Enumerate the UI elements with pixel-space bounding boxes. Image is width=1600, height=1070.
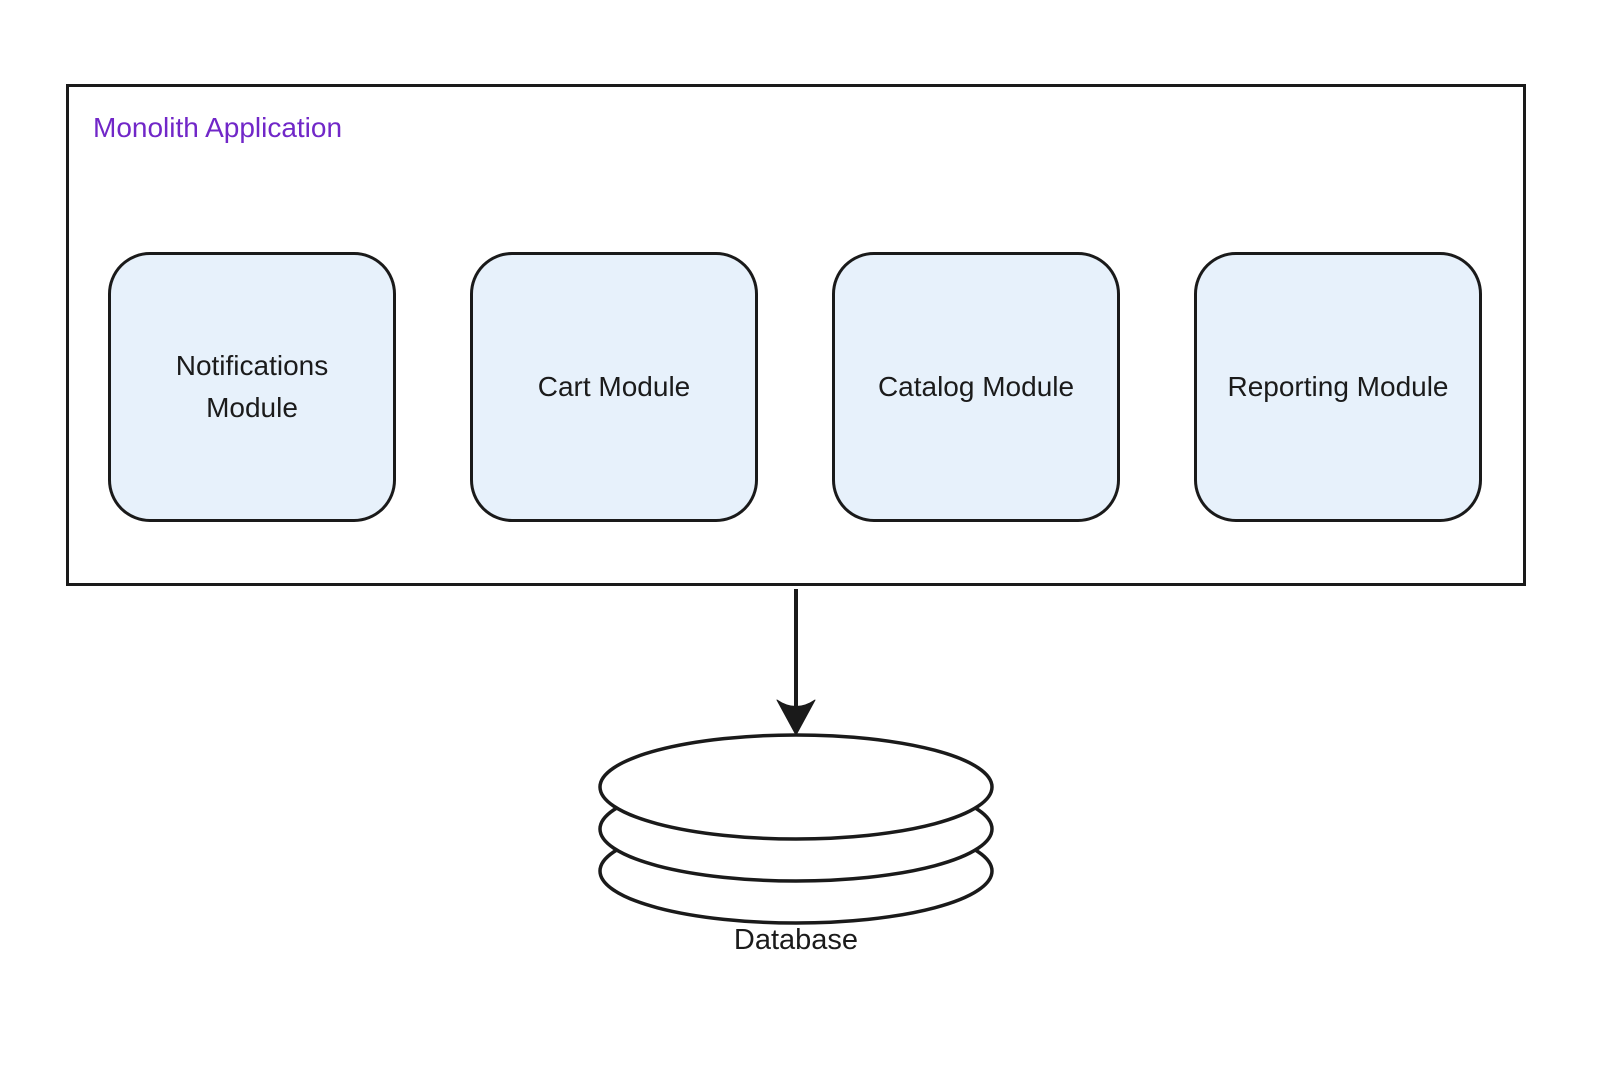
- module-label: Catalog Module: [877, 371, 1075, 402]
- database-label: Database: [733, 924, 859, 956]
- module-label: Notifications Module: [175, 350, 329, 423]
- monolith-title: Monolith Application: [93, 112, 343, 143]
- module-label: Cart Module: [537, 371, 691, 402]
- module-node-reporting: Reporting Module: [1194, 252, 1482, 522]
- module-node-catalog: Catalog Module: [832, 252, 1120, 522]
- flow-arrow: [776, 589, 816, 736]
- database-cylinder-icon: [598, 733, 994, 925]
- module-label: Reporting Module: [1227, 371, 1449, 402]
- module-node-notifications: Notifications Module: [108, 252, 396, 522]
- module-node-cart: Cart Module: [470, 252, 758, 522]
